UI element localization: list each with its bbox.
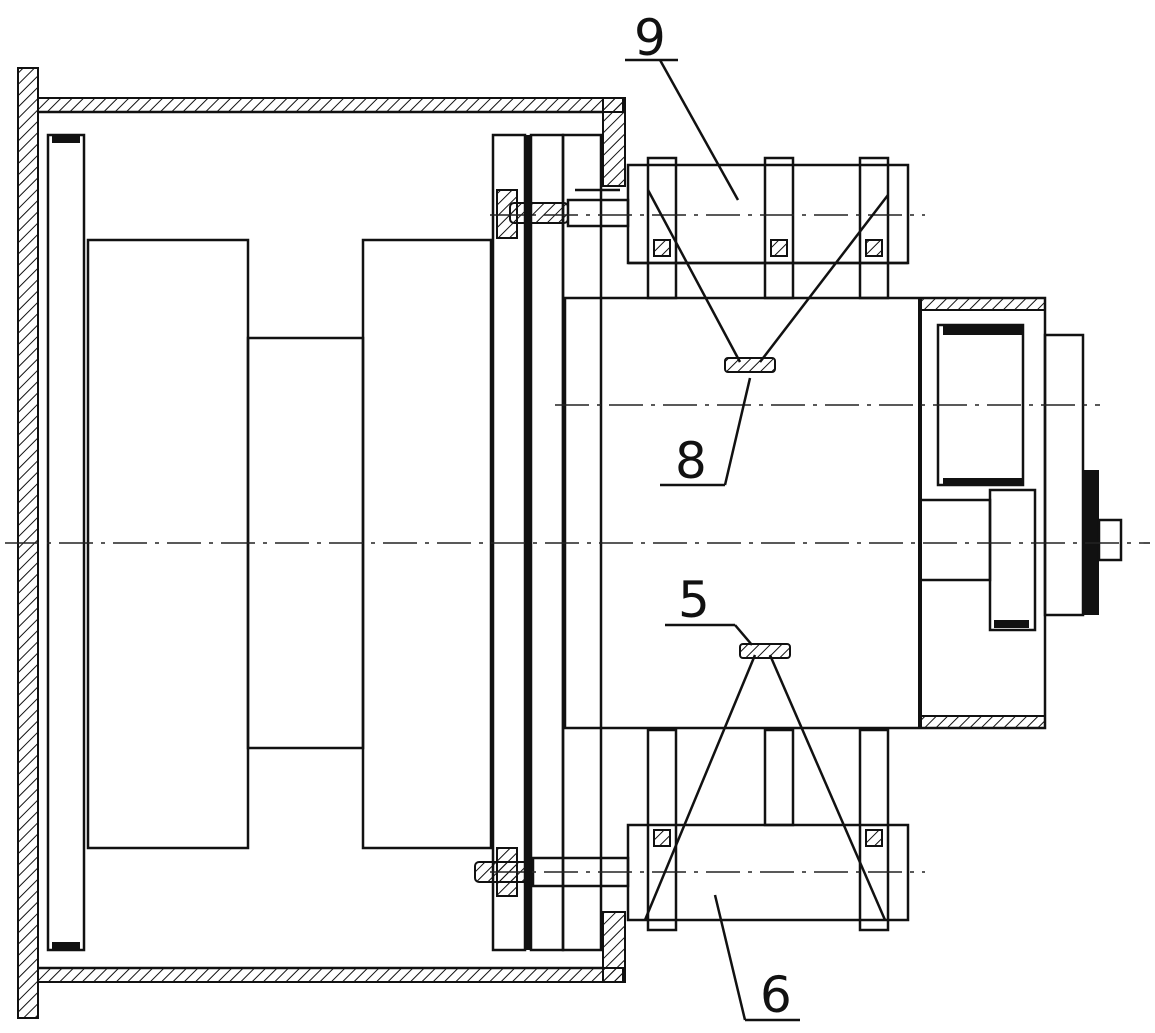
center-lines [5, 214, 1150, 873]
drum-right [361, 238, 493, 850]
housing-top-wall [37, 97, 624, 113]
plate-stack [491, 133, 603, 952]
part-label-8: 8 [675, 432, 707, 490]
connector-5 [739, 643, 791, 659]
housing [17, 67, 626, 1019]
drum-left [86, 238, 250, 850]
bottom-cylinder [626, 728, 910, 932]
top-cylinder [626, 156, 910, 300]
central-housing [563, 296, 1047, 730]
housing-right-wall-upper [602, 97, 626, 187]
end-cap [1043, 333, 1123, 617]
part-label-5: 5 [678, 571, 710, 629]
top-bolt [509, 188, 630, 228]
housing-right-wall-lower [602, 911, 626, 983]
leader-lines [625, 58, 800, 1022]
part-label-6: 6 [760, 966, 792, 1024]
housing-bottom-wall [37, 967, 624, 983]
cables [643, 189, 889, 921]
connector-8 [724, 357, 776, 373]
part-label-9: 9 [634, 9, 666, 67]
drum-bodies [86, 238, 493, 850]
